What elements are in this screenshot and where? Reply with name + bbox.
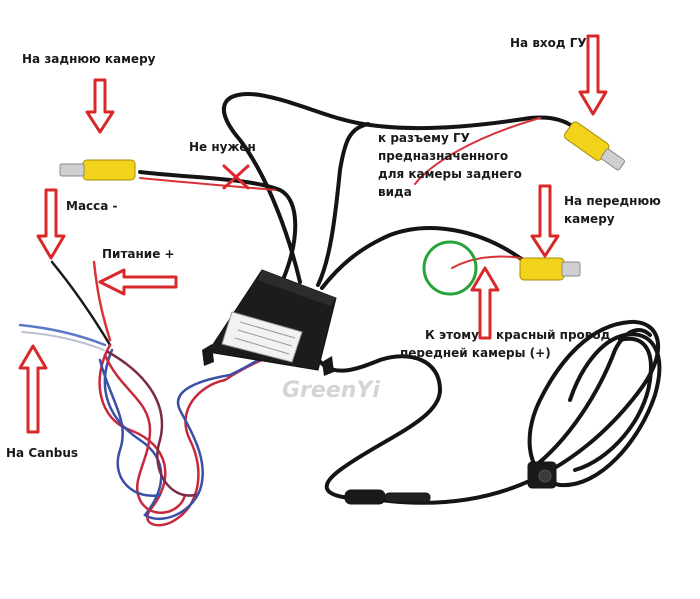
wire-canbus-blue bbox=[18, 323, 107, 347]
wire-rear-trigger bbox=[139, 177, 276, 191]
inline-connector bbox=[344, 489, 386, 505]
arrow-down-rear-camera bbox=[85, 78, 115, 134]
harness bbox=[18, 117, 541, 527]
cable-rear-camera bbox=[138, 170, 298, 284]
label-canbus: На Canbus bbox=[6, 446, 79, 460]
label-not-needed: Не нужен bbox=[189, 140, 256, 154]
control-module bbox=[202, 269, 337, 376]
annotation-arrows bbox=[18, 34, 608, 434]
arrow-down-ground bbox=[36, 188, 66, 260]
label-hu-connector-1: к разъему ГУ bbox=[378, 131, 470, 145]
watermark: GreenYi bbox=[282, 378, 380, 403]
arrow-left-power bbox=[98, 268, 178, 296]
label-hu-connector-3: для камеры заднего bbox=[378, 167, 522, 181]
cross-mark bbox=[222, 164, 250, 190]
cable-camera-output bbox=[313, 353, 442, 500]
arrow-down-head-unit bbox=[578, 34, 608, 116]
wire-front-red bbox=[451, 255, 521, 269]
label-front-camera-2: камеру bbox=[564, 212, 615, 226]
label-rear-camera: На заднюю камеру bbox=[22, 52, 156, 66]
coiled-cable bbox=[378, 319, 662, 505]
wire-canbus-white bbox=[21, 331, 105, 351]
wire-ground bbox=[50, 260, 112, 347]
camera-lens bbox=[538, 469, 552, 483]
arrow-up-canbus bbox=[18, 344, 48, 434]
wire-hu-red bbox=[414, 117, 541, 185]
label-note-left: К этому bbox=[425, 328, 479, 342]
cable-front-camera bbox=[320, 226, 542, 290]
label-front-camera-1: На переднюю bbox=[564, 194, 661, 208]
label-hu-connector-4: вида bbox=[378, 185, 412, 199]
rca-rear-camera bbox=[59, 159, 136, 181]
cables bbox=[138, 92, 662, 505]
wire-bundle bbox=[98, 343, 267, 527]
rca-head-unit bbox=[563, 121, 626, 171]
label-head-unit-input: На вход ГУ bbox=[510, 36, 587, 50]
arrow-up-red-wire bbox=[470, 266, 500, 340]
label-power: Питание + bbox=[102, 247, 175, 261]
rca-front-camera bbox=[519, 257, 581, 281]
label-note-line2: передней камеры (+) bbox=[400, 346, 551, 360]
wire-power bbox=[92, 260, 112, 342]
label-note-right: красный провод bbox=[496, 328, 611, 342]
cable-center bbox=[316, 122, 370, 287]
inline-connector-sleeve bbox=[384, 492, 431, 503]
green-circle-marker bbox=[422, 240, 478, 296]
cable-head-unit bbox=[221, 92, 577, 284]
label-ground: Масса - bbox=[66, 199, 118, 213]
arrow-down-front-camera bbox=[530, 184, 560, 258]
label-hu-connector-2: предназначенного bbox=[378, 149, 509, 163]
